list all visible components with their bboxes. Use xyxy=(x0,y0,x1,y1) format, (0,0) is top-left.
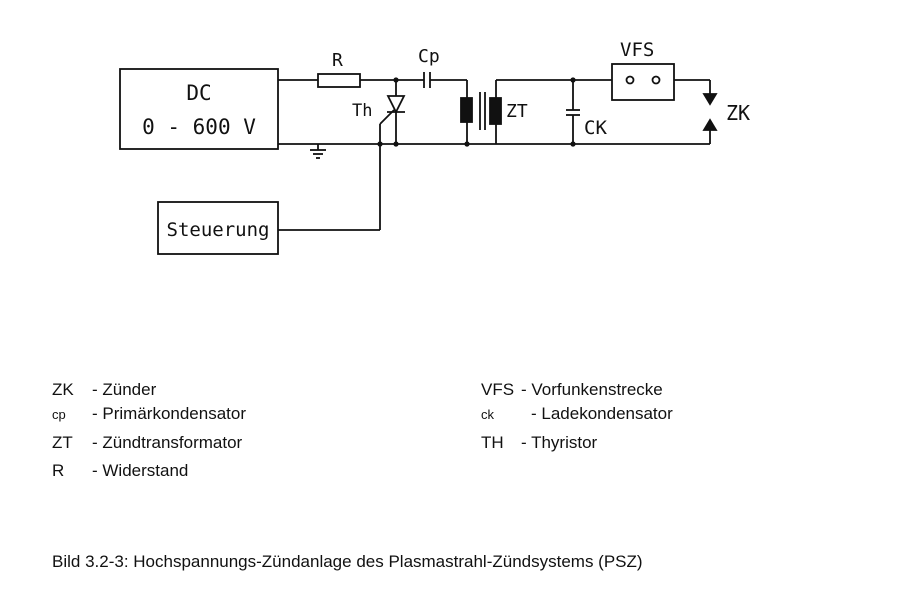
transformer-secondary-coil xyxy=(489,97,502,125)
legend-abbr: R xyxy=(52,461,65,480)
transformer-primary-coil xyxy=(460,97,473,123)
legend-desc: - Vorfunkenstrecke xyxy=(521,380,663,399)
legend-desc: - Widerstand xyxy=(92,461,189,480)
legend-item-zt: ZT - Zündtransformator xyxy=(52,433,242,453)
legend-desc: - Thyristor xyxy=(521,433,598,452)
vfs-label: VFS xyxy=(620,39,654,61)
dc-label-line1: DC xyxy=(186,81,211,105)
resistor-label: R xyxy=(332,50,343,71)
thyristor-label: Th xyxy=(352,101,372,121)
legend-abbr: ck xyxy=(481,407,494,422)
control-unit-label: Steuerung xyxy=(167,219,270,241)
control-unit-box xyxy=(157,201,279,255)
thyristor-th xyxy=(386,95,406,115)
legend-item-vfs: VFS - Vorfunkenstrecke xyxy=(481,380,663,400)
legend-desc: - Zündtransformator xyxy=(92,433,243,452)
igniter-label: ZK xyxy=(726,101,750,125)
legend-desc: - Zünder xyxy=(92,380,157,399)
legend-item-r: R - Widerstand xyxy=(52,461,188,481)
capacitor-ck-label: CK xyxy=(584,117,607,139)
legend-abbr: VFS xyxy=(481,380,515,399)
legend-abbr: ZT xyxy=(52,433,73,452)
legend-item-ck: ck - Ladekondensator xyxy=(481,404,673,424)
capacitor-cp-label: Cp xyxy=(418,46,440,67)
legend-item-th: TH - Thyristor xyxy=(481,433,597,453)
igniter-zk-lower-electrode xyxy=(702,118,718,131)
legend-abbr: ZK xyxy=(52,380,74,399)
legend-item-zk: ZK - Zünder xyxy=(52,380,156,400)
igniter-zk-upper-electrode xyxy=(702,93,718,106)
dc-label-line2: 0 - 600 V xyxy=(142,115,256,139)
pre-spark-gap-vfs-box xyxy=(611,63,675,101)
legend-desc: - Ladekondensator xyxy=(531,404,673,423)
legend-desc: - Primärkondensator xyxy=(92,404,247,423)
figure-caption: Bild 3.2-3: Hochspannungs-Zündanlage des… xyxy=(52,552,643,571)
resistor-r xyxy=(317,73,361,88)
legend-item-cp: cp - Primärkondensator xyxy=(52,404,246,424)
legend-abbr: TH xyxy=(481,433,504,452)
legend-abbr: cp xyxy=(52,407,66,422)
transformer-label: ZT xyxy=(506,101,528,122)
dc-source-box xyxy=(119,68,279,150)
